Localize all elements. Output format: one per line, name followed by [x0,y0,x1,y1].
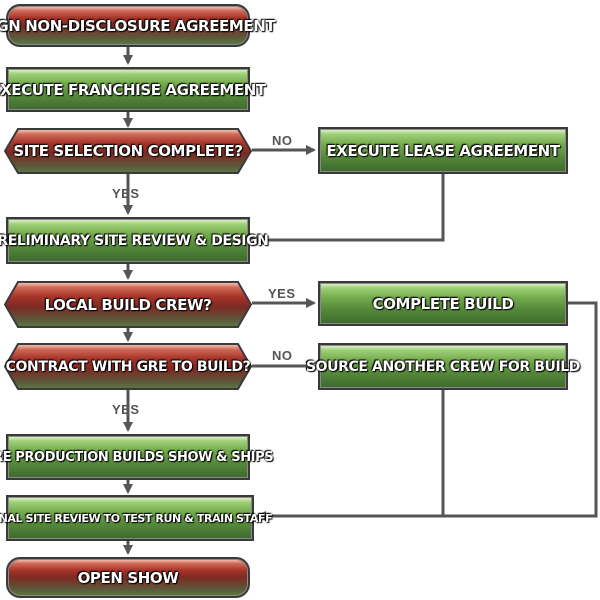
node-contract-gre-label: CONTRACT WITH GRE TO BUILD? [5,358,251,375]
decision-hexagon-shape [4,281,252,328]
edge-lease-to-review [254,174,445,245]
node-contract-gre: CONTRACT WITH GRE TO BUILD? [4,343,252,390]
node-complete-build: COMPLETE BUILD [318,281,568,326]
node-local-build-crew-label: LOCAL BUILD CREW? [44,295,212,314]
node-site-selection: SITE SELECTION COMPLETE? [4,128,252,174]
node-execute-lease-label: EXECUTE LEASE AGREEMENT [326,141,560,160]
node-execute-franchise: EXECUTE FRANCHISE AGREEMENT [0,67,266,112]
node-open-show-label: OPEN SHOW [77,568,179,587]
edge-label-crew-yes: YES [268,286,296,301]
node-execute-lease: EXECUTE LEASE AGREEMENT [318,127,568,174]
node-gre-production: GRE PRODUCTION BUILDS SHOW & SHIPS [0,434,274,480]
node-final-review: FINAL SITE REVIEW TO TEST RUN & TRAIN ST… [0,495,273,541]
node-final-review-label: FINAL SITE REVIEW TO TEST RUN & TRAIN ST… [0,511,273,525]
edge-label-site-no: NO [272,133,293,148]
edge-label-gre-yes: YES [112,402,140,417]
node-sign-nda-label: SIGN NON-DISCLOSURE AGREEMENT [0,16,276,35]
node-complete-build-label: COMPLETE BUILD [372,294,514,313]
decision-hexagon-shape [4,128,252,174]
node-local-build-crew: LOCAL BUILD CREW? [4,281,252,328]
node-source-crew-label: SOURCE ANOTHER CREW FOR BUILD [305,358,581,375]
edge-label-gre-no: NO [272,348,293,363]
edge-source-to-final [256,390,445,521]
node-preliminary-review: PRELIMINARY SITE REVIEW & DESIGN [0,217,269,264]
node-sign-nda: SIGN NON-DISCLOSURE AGREEMENT [0,4,276,47]
decision-hexagon-shape [4,343,252,390]
node-site-selection-label: SITE SELECTION COMPLETE? [13,142,243,160]
edge-label-site-yes: YES [112,186,140,201]
node-execute-franchise-label: EXECUTE FRANCHISE AGREEMENT [0,80,266,99]
node-open-show: OPEN SHOW [6,557,250,598]
node-preliminary-review-label: PRELIMINARY SITE REVIEW & DESIGN [0,232,269,249]
node-source-crew: SOURCE ANOTHER CREW FOR BUILD [306,343,580,390]
node-gre-production-label: GRE PRODUCTION BUILDS SHOW & SHIPS [0,449,274,465]
edge-complete-to-final [443,301,598,518]
